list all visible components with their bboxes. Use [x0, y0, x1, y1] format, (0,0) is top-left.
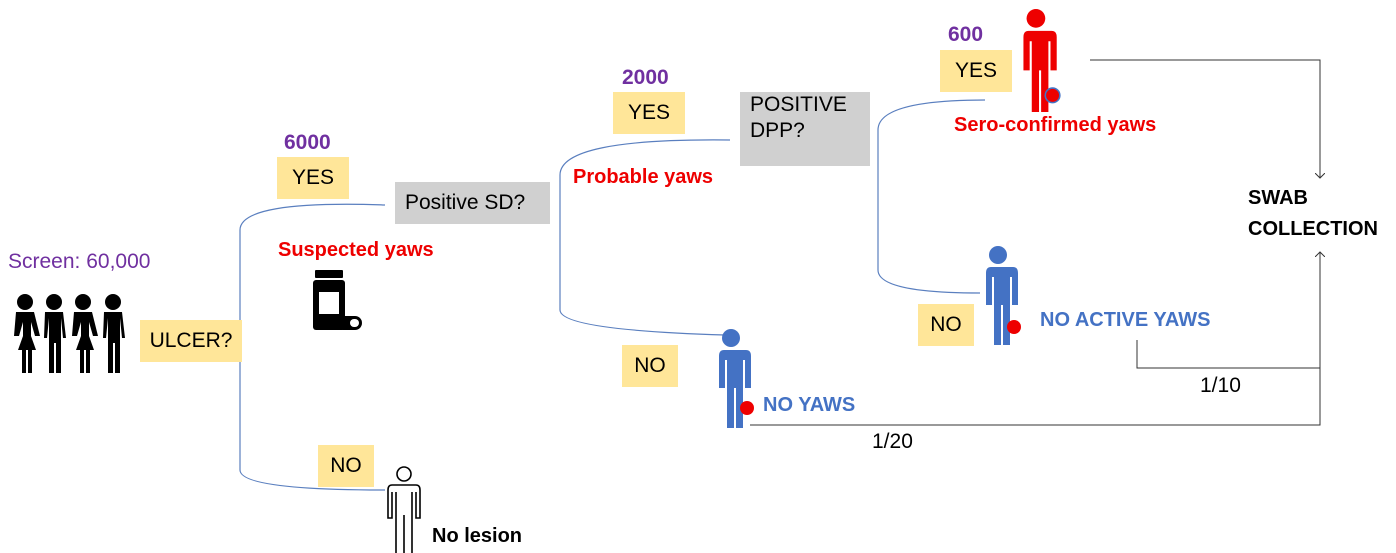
swab-line2: COLLECTION: [1248, 218, 1378, 240]
no-active-answer-box: NO: [918, 304, 974, 346]
no-active-fraction: 1/10: [1200, 374, 1241, 397]
no-active-yaws-label: NO ACTIVE YAWS: [1040, 309, 1211, 331]
probable-yaws-label: Probable yaws: [573, 166, 714, 188]
dpp-question-line1: POSITIVE: [750, 93, 847, 116]
positive-dpp-question-box: POSITIVE DPP?: [740, 92, 870, 166]
swab-line1: SWAB: [1248, 187, 1308, 209]
no-lesion-label: No lesion: [432, 525, 523, 547]
branch-sd: [559, 139, 731, 336]
sero-confirmed-label: Sero-confirmed yaws: [954, 114, 1157, 136]
suspected-yes-box: YES: [277, 157, 349, 199]
pill-bottle-icon: [313, 270, 362, 330]
arrow-noyaws-to-swab: [750, 360, 1321, 426]
suspected-yaws-label: Suspected yaws: [278, 239, 434, 261]
probable-count: 2000: [622, 66, 669, 89]
no-yaws-label: NO YAWS: [763, 394, 856, 416]
branch-dpp: [877, 99, 986, 294]
confirmed-count: 600: [948, 23, 984, 46]
screen-label: Screen: 60,000: [8, 250, 151, 273]
person-blue-icon: [716, 329, 754, 428]
suspected-count: 6000: [284, 131, 331, 154]
no-lesion-answer-box: NO: [318, 445, 374, 487]
group-people-icon: [14, 294, 125, 373]
no-yaws-fraction: 1/20: [872, 430, 913, 453]
probable-yes-box: YES: [613, 92, 685, 134]
person-blue-icon: [983, 246, 1021, 345]
arrow-confirmed-to-swab: [1090, 59, 1320, 178]
person-red-icon: [1020, 9, 1061, 112]
confirmed-yes-box: YES: [940, 50, 1012, 92]
no-yaws-answer-box: NO: [622, 345, 678, 387]
ulcer-question-box: ULCER?: [140, 320, 242, 362]
arrow-noactive-to-swab: [1136, 252, 1320, 369]
dpp-question-line2: DPP?: [750, 119, 805, 143]
swab-collection-label: SWAB COLLECTION: [1248, 183, 1378, 245]
positive-sd-question-box: Positive SD?: [395, 182, 550, 224]
person-outline-icon: [387, 466, 421, 553]
